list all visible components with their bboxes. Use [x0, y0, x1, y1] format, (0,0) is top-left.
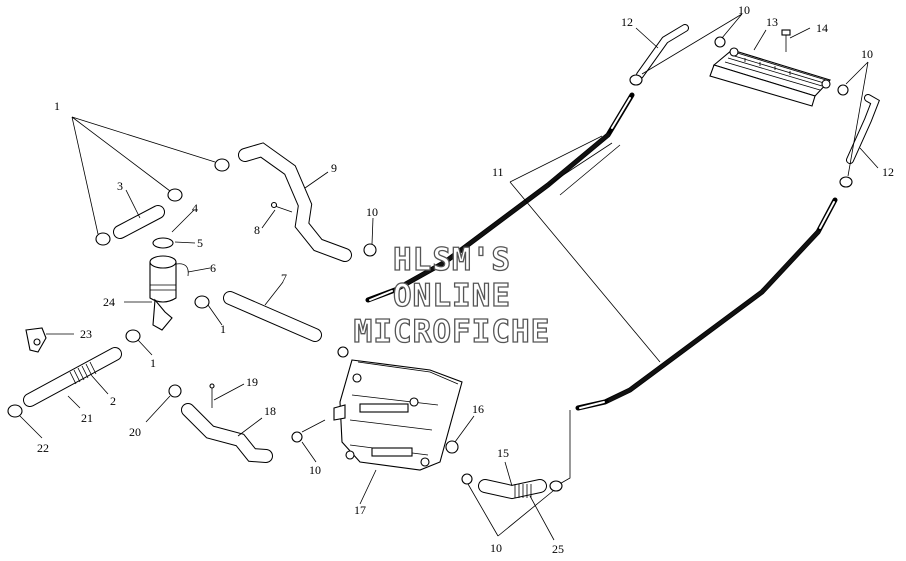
callout-18: 18 [264, 404, 276, 418]
watermark: HLSM'S ONLINE MICROFICHE [353, 241, 551, 350]
pipe-ref-line [555, 410, 571, 487]
radiator [709, 47, 832, 107]
callout-1a: 1 [54, 99, 60, 113]
pin-19 [209, 383, 215, 408]
watermark-line1: HLSM'S [393, 242, 511, 278]
callout-numbers: 1 1 1 2 3 4 5 6 7 8 9 10 10 10 10 10 11 … [37, 3, 894, 556]
callout-9: 9 [331, 161, 337, 175]
callout-12b: 12 [882, 165, 894, 179]
callout-2: 2 [110, 394, 116, 408]
hose-18 [181, 403, 273, 463]
callout-13: 13 [766, 15, 778, 29]
callout-23: 23 [80, 327, 92, 341]
engine-cover [333, 359, 463, 471]
watermark-line2: ONLINE [393, 278, 511, 314]
callout-16: 16 [472, 402, 484, 416]
hose-15 [478, 479, 547, 500]
callout-10a: 10 [366, 205, 378, 219]
callout-10d: 10 [309, 463, 321, 477]
callout-24: 24 [103, 295, 115, 309]
callout-4: 4 [192, 201, 198, 215]
watermark-line3: MICROFICHE [354, 314, 551, 350]
hose-9 [238, 142, 352, 262]
radiator-hose-right [846, 94, 880, 164]
bracket-23 [25, 327, 47, 353]
callout-7: 7 [281, 271, 287, 285]
callout-11: 11 [492, 165, 504, 179]
radiator-hose-left [636, 24, 689, 79]
radiator-bolt [781, 29, 791, 52]
hose-7 [223, 291, 322, 342]
callout-3: 3 [117, 179, 123, 193]
coolant-pipe-upper [365, 92, 635, 303]
hose-3 [113, 205, 165, 239]
callout-5: 5 [197, 236, 203, 250]
callout-8: 8 [254, 223, 260, 237]
callout-12a: 12 [621, 15, 633, 29]
clamp-22 [7, 404, 23, 418]
clamps-part1 [95, 158, 230, 343]
clamp-20 [168, 384, 182, 398]
callout-10b: 10 [738, 3, 750, 17]
callout-21: 21 [81, 411, 93, 425]
callout-19: 19 [246, 375, 258, 389]
callout-20: 20 [129, 425, 141, 439]
callout-10e: 10 [490, 541, 502, 555]
spring-2 [69, 361, 97, 385]
coolant-pipe-lower [575, 197, 838, 411]
leader-lines [19, 13, 879, 541]
callout-6: 6 [210, 261, 216, 275]
hose-clamps [291, 36, 853, 492]
callout-22: 22 [37, 441, 49, 455]
callout-14: 14 [816, 21, 828, 35]
pin-8 [270, 201, 293, 213]
callout-25: 25 [552, 542, 564, 556]
callout-1b: 1 [220, 322, 226, 336]
callout-17: 17 [354, 503, 366, 517]
coolant-reservoir [149, 237, 189, 331]
callout-10c: 10 [861, 47, 873, 61]
callout-15: 15 [497, 446, 509, 460]
callout-1c: 1 [150, 356, 156, 370]
